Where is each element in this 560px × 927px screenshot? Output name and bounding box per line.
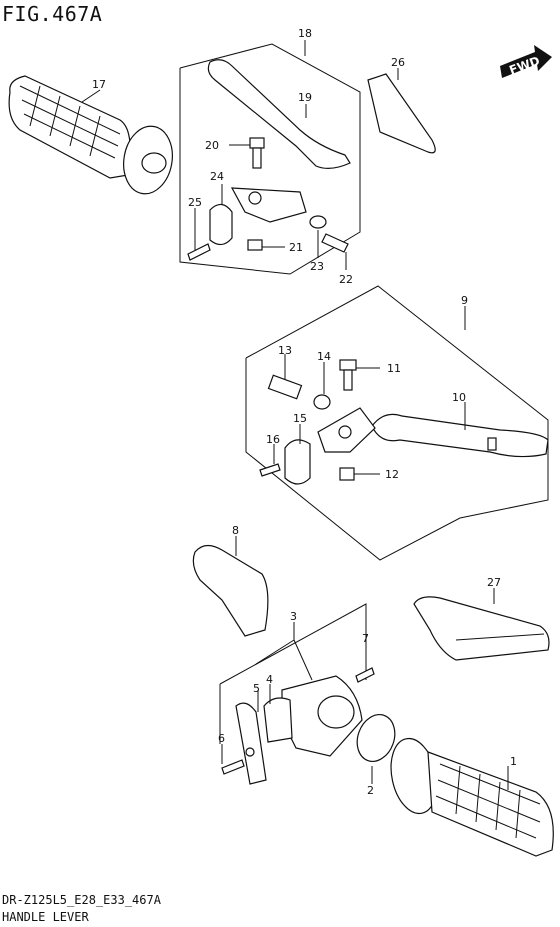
callout-22: 22	[339, 273, 353, 286]
callout-18: 18	[298, 27, 312, 40]
screw-6	[221, 759, 245, 775]
callout-10: 10	[452, 391, 466, 404]
fwd-arrow-badge: FWD	[500, 45, 552, 78]
throttle-grip-1	[390, 737, 554, 857]
throttle-housing-3	[281, 675, 363, 757]
screw-16	[259, 463, 281, 477]
nut-21	[247, 239, 263, 251]
callout-27: 27	[487, 576, 501, 589]
callout-13: 13	[278, 344, 292, 357]
left-grip-17	[8, 75, 173, 195]
bracket-4	[263, 697, 293, 743]
callout-21: 21	[289, 241, 303, 254]
callout-15: 15	[293, 412, 307, 425]
callout-16: 16	[266, 433, 280, 446]
screw-7	[355, 667, 375, 683]
callout-1: 1	[510, 755, 517, 768]
callout-7: 7	[362, 632, 369, 645]
callout-12: 12	[385, 468, 399, 481]
fwd-label: FWD	[507, 54, 541, 78]
callout-20: 20	[205, 139, 219, 152]
callout-19: 19	[298, 91, 312, 104]
adjuster-13	[267, 374, 303, 400]
brake-lever-10	[371, 413, 549, 458]
callout-3: 3	[290, 610, 297, 623]
group-18-outline	[179, 40, 361, 275]
lever-cover-26	[367, 73, 436, 154]
callout-25: 25	[188, 196, 202, 209]
collar-2	[356, 714, 396, 762]
callout-17: 17	[92, 78, 106, 91]
callout-5: 5	[253, 682, 260, 695]
bolt-20	[249, 137, 265, 169]
callout-23: 23	[310, 260, 324, 273]
washer-23	[309, 215, 327, 229]
leader-lines	[81, 68, 509, 790]
model-code: DR-Z125L5_E28_E33_467A	[2, 893, 161, 907]
clamp-24	[209, 203, 233, 246]
callout-9: 9	[461, 294, 468, 307]
callout-14: 14	[317, 350, 331, 363]
section-name: HANDLE LEVER	[2, 910, 89, 924]
callout-6: 6	[218, 732, 225, 745]
nut-12	[339, 467, 355, 481]
throttle-cover-8	[192, 544, 269, 637]
clutch-lever-19	[207, 59, 351, 223]
callout-11: 11	[387, 362, 401, 375]
locknut-14	[313, 394, 331, 410]
callout-2: 2	[367, 784, 374, 797]
bolt-22	[321, 233, 349, 253]
bolt-25	[187, 243, 211, 261]
lever-guard-27	[413, 596, 550, 661]
callout-labels: 1 2 3 4 5 6 7 8 9 10 11 12 13 14 15 16 1…	[92, 27, 517, 797]
callout-4: 4	[266, 673, 273, 686]
bolt-11	[339, 359, 357, 391]
brake-holder-15	[284, 407, 376, 485]
callout-26: 26	[391, 56, 405, 69]
callout-24: 24	[210, 170, 224, 183]
plate-5	[235, 702, 267, 785]
figure-title: FIG.467A	[2, 2, 103, 26]
callout-8: 8	[232, 524, 239, 537]
